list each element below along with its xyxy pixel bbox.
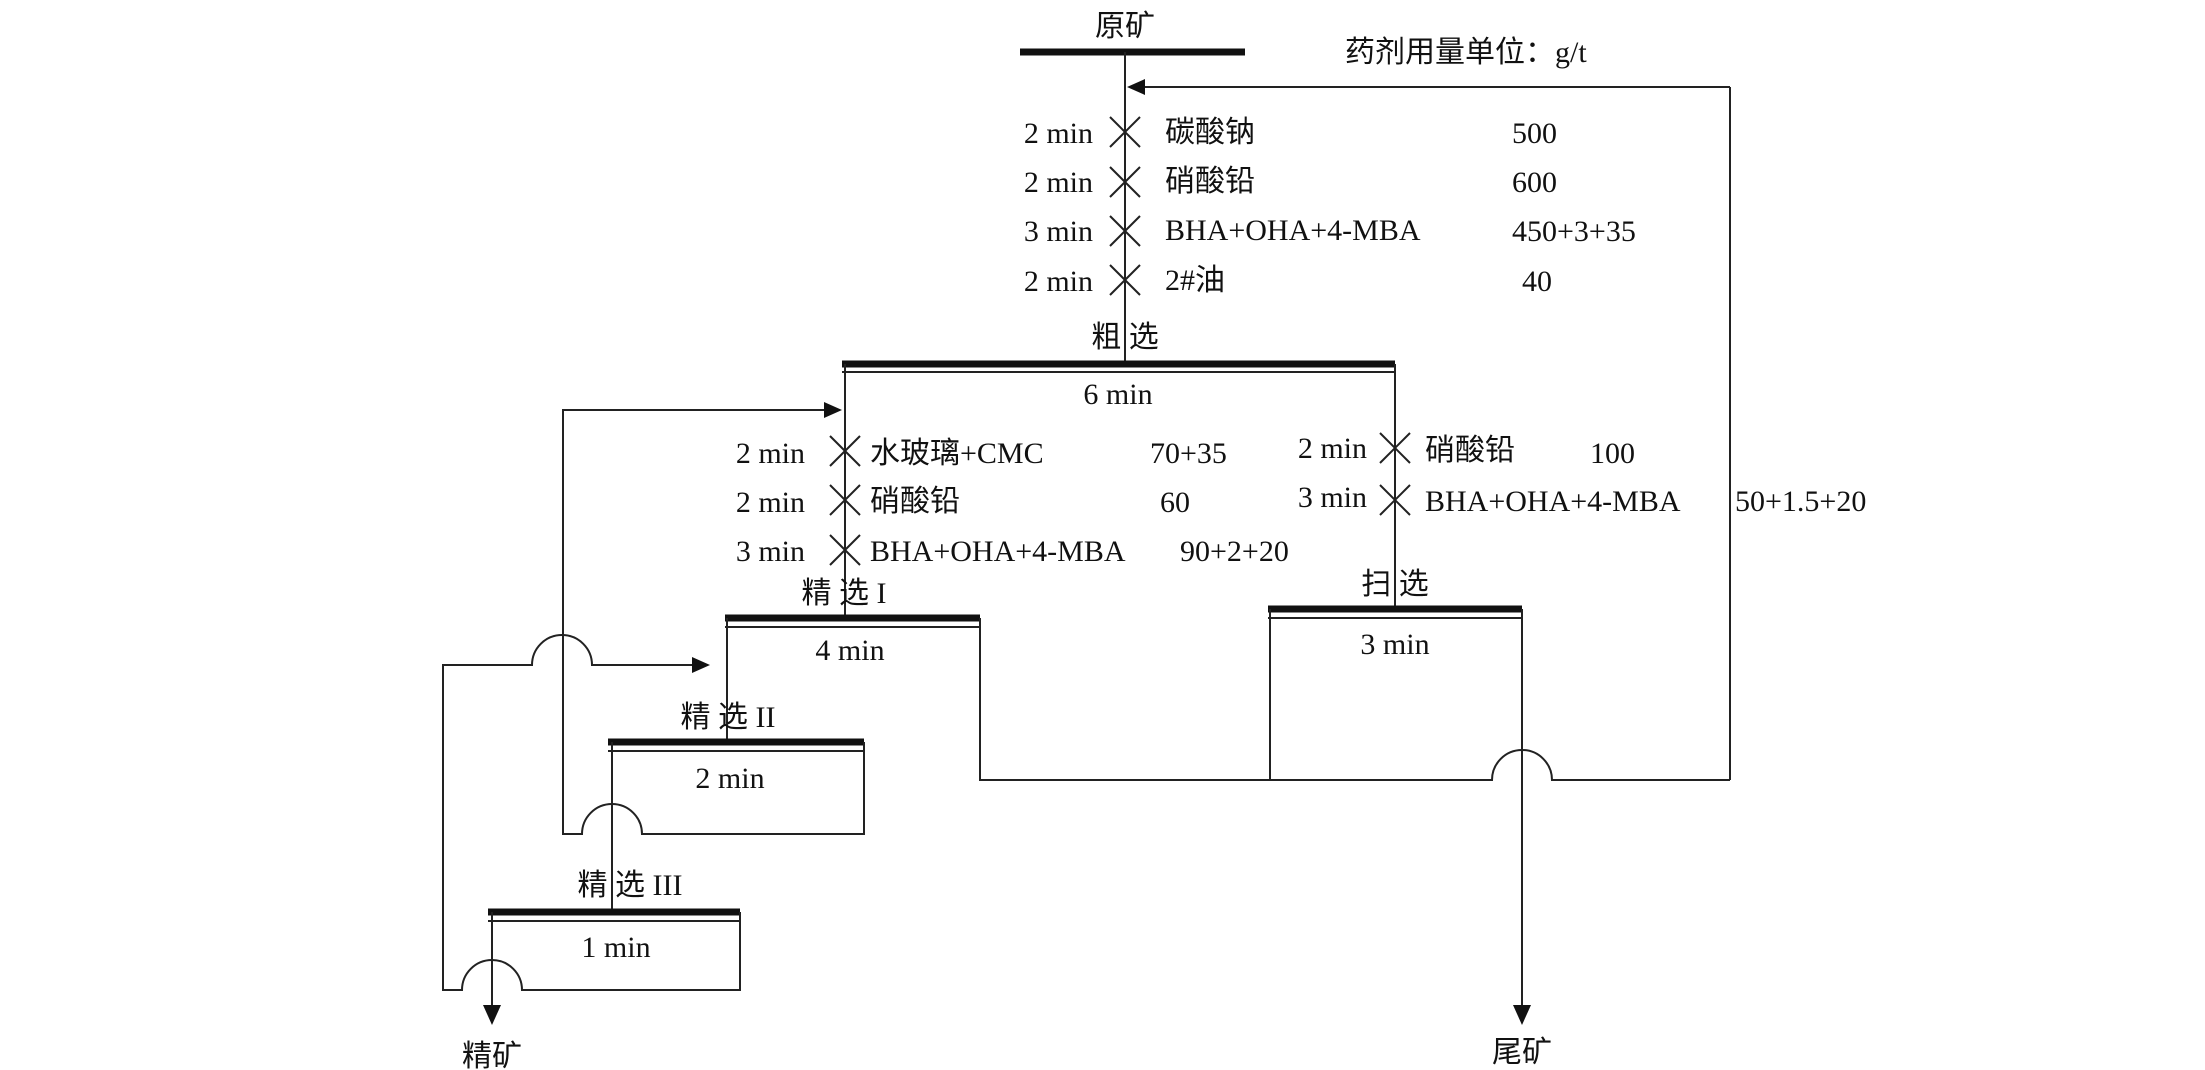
scavenger-time: 3 min <box>1360 628 1429 661</box>
scavenger-time-1: 2 min <box>1298 432 1367 465</box>
concentrate-label: 精矿 <box>462 1040 522 1070</box>
rougher-dose-4: 40 <box>1522 265 1552 298</box>
cleaner2-recycle-arrowhead <box>824 402 842 418</box>
recycle-arrowhead <box>1127 79 1145 95</box>
rougher-reagent-4: 2#油 <box>1165 264 1225 297</box>
scavenger-reagent-2: BHA+OHA+4-MBA <box>1425 485 1681 518</box>
cleaner1-reagent-2: 硝酸铅 <box>870 485 960 518</box>
rougher-dose-1: 500 <box>1512 117 1557 150</box>
rougher-reagent-2: 硝酸铅 <box>1165 165 1255 198</box>
scavenger-cross-1 <box>1379 432 1411 464</box>
scavenger-dose-2: 50+1.5+20 <box>1735 485 1866 518</box>
scavenger-reagent-1: 硝酸铅 <box>1425 434 1515 467</box>
cleaner3-recycle-arrowhead <box>692 657 710 673</box>
cleaner1-dose-3: 90+2+20 <box>1180 535 1289 568</box>
rougher-reagent-1: 碳酸钠 <box>1165 116 1255 149</box>
concentrate-arrowhead <box>483 1005 501 1025</box>
rougher-label: 粗 选 <box>1091 321 1159 354</box>
cleaner1-time-3: 3 min <box>736 535 805 568</box>
cleaner1-label: 精 选 I <box>802 577 887 610</box>
tailings-label: 尾矿 <box>1492 1036 1552 1069</box>
cleaner2-tailing-line <box>562 409 865 835</box>
rougher-time: 6 min <box>1083 378 1152 411</box>
rougher-reagent-3: BHA+OHA+4-MBA <box>1165 214 1421 247</box>
cleaner3-time: 1 min <box>581 931 650 964</box>
tailings-arrowhead <box>1513 1005 1531 1025</box>
cleaner2-label: 精 选 II <box>681 701 776 734</box>
rougher-time-1: 2 min <box>1024 117 1093 150</box>
scavenger-tailing-line <box>1270 749 1730 781</box>
rougher-time-3: 3 min <box>1024 215 1093 248</box>
cleaner1-tailing-line <box>979 618 1270 781</box>
cleaner1-time: 4 min <box>815 634 884 667</box>
rougher-cross-4 <box>1109 264 1141 296</box>
rougher-cross-2 <box>1109 166 1141 198</box>
rougher-cross-3 <box>1109 215 1141 247</box>
rougher-time-4: 2 min <box>1024 265 1093 298</box>
cleaner3-tailing-line <box>442 634 741 991</box>
cleaner1-dose-1: 70+35 <box>1150 437 1227 470</box>
rougher-time-2: 2 min <box>1024 166 1093 199</box>
unit-note: 药剂用量单位：g/t <box>1345 36 1587 69</box>
cleaner1-reagent-1: 水玻璃+CMC <box>870 437 1044 470</box>
cleaner1-time-1: 2 min <box>736 437 805 470</box>
scavenger-label: 扫 选 <box>1361 568 1429 601</box>
cleaner2-time: 2 min <box>695 762 764 795</box>
cleaner1-dose-2: 60 <box>1160 486 1190 519</box>
scavenger-dose-1: 100 <box>1590 437 1635 470</box>
cleaner1-time-2: 2 min <box>736 486 805 519</box>
cleaner1-reagent-3: BHA+OHA+4-MBA <box>870 535 1126 568</box>
rougher-cross-1 <box>1109 116 1141 148</box>
cleaner1-cross-3 <box>829 534 861 566</box>
rougher-dose-2: 600 <box>1512 166 1557 199</box>
cleaner1-cross-1 <box>829 435 861 467</box>
cleaner3-label: 精 选 III <box>578 869 683 902</box>
scavenger-cross-2 <box>1379 484 1411 516</box>
scavenger-time-2: 3 min <box>1298 481 1367 514</box>
rougher-dose-3: 450+3+35 <box>1512 215 1636 248</box>
feed-label: 原矿 <box>1095 10 1155 43</box>
cleaner1-cross-2 <box>829 484 861 516</box>
